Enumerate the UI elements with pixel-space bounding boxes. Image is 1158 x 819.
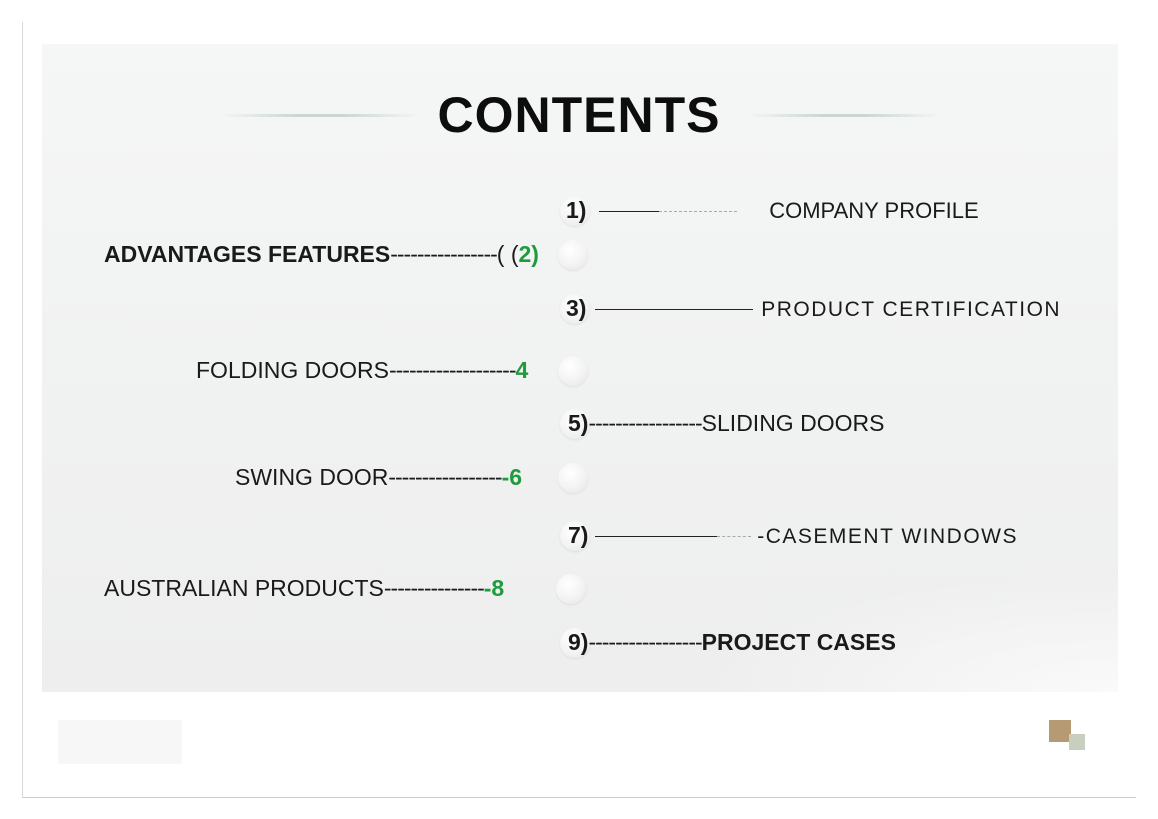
contents-entry-6: SWING DOOR------------------6	[235, 464, 522, 491]
leader-dotted	[716, 536, 751, 538]
number-bubble-7	[560, 521, 590, 551]
entry-label: AUSTRALIAN PRODUCTS	[104, 575, 384, 601]
contents-entry-9: 9)-----------------PROJECT CASES	[568, 629, 896, 656]
number-bubble-1	[560, 196, 590, 226]
leader-line	[594, 536, 717, 538]
contents-entry-1: 1) COMPANY PROFILE	[566, 197, 979, 224]
contents-entry-3: 3) PRODUCT CERTIFICATION	[566, 295, 1061, 322]
leader-dotted	[658, 211, 737, 213]
number-bubble-9	[560, 628, 590, 658]
entry-number: -6	[501, 464, 523, 490]
entry-label: FOLDING DOORS	[196, 357, 389, 383]
contents-entry-7: 7) -CASEMENT WINDOWS	[568, 522, 1018, 549]
contents-entry-4: FOLDING DOORS-------------------4	[196, 357, 528, 384]
leader-dashes: -----------------	[388, 464, 502, 490]
brand-logo	[1039, 712, 1095, 756]
leader-line	[594, 309, 753, 311]
leader-dashes: ----------------	[390, 241, 498, 267]
entry-number: 7)	[568, 522, 589, 548]
logo-square-brown	[1049, 720, 1071, 742]
logo-square-sage	[1069, 734, 1085, 750]
frame-bottom-edge	[22, 797, 1136, 798]
entry-number: -8	[483, 575, 505, 601]
entry-number: 5)	[568, 410, 589, 436]
leader-dashes: ---------------	[383, 575, 485, 601]
contents-entry-5: 5)-----------------SLIDING DOORS	[568, 410, 884, 437]
page-title: CONTENTS	[437, 87, 721, 143]
title-rule-right	[748, 114, 940, 117]
number-bubble-3	[560, 294, 590, 324]
slide-decorative-wave	[698, 572, 1118, 692]
leader-dashes: -------------------	[388, 357, 517, 383]
faded-footer-block	[58, 720, 182, 764]
contents-entry-2: ADVANTAGES FEATURES----------------( (2)	[104, 241, 539, 268]
entry-label: PRODUCT CERTIFICATION	[761, 298, 1062, 321]
entry-label: ADVANTAGES FEATURES	[104, 241, 391, 267]
leader-dashes: -----------------	[588, 410, 702, 436]
number-bubble-6	[558, 463, 588, 493]
entry-number: 9)	[568, 629, 589, 655]
entry-label: PROJECT CASES	[701, 629, 896, 655]
entry-bracket: ( (	[496, 241, 519, 267]
entry-number: 1)	[566, 197, 587, 223]
leader-line	[598, 211, 659, 213]
frame-left-edge	[22, 22, 23, 798]
leader-dashes: -----------------	[588, 629, 702, 655]
entry-label: COMPANY PROFILE	[769, 198, 979, 223]
number-bubble-2	[558, 240, 588, 270]
entry-label: -CASEMENT WINDOWS	[757, 525, 1019, 548]
number-bubble-5	[560, 409, 590, 439]
number-bubble-4	[558, 356, 588, 386]
entry-number: 3)	[566, 295, 587, 321]
number-bubble-8	[556, 574, 586, 604]
entry-number: 2)	[518, 241, 539, 267]
entry-number: 4	[515, 357, 529, 383]
entry-label: SLIDING DOORS	[701, 410, 885, 436]
title-rule-left	[220, 114, 420, 117]
contents-entry-8: AUSTRALIAN PRODUCTS----------------8	[104, 575, 504, 602]
entry-label: SWING DOOR	[235, 464, 389, 490]
